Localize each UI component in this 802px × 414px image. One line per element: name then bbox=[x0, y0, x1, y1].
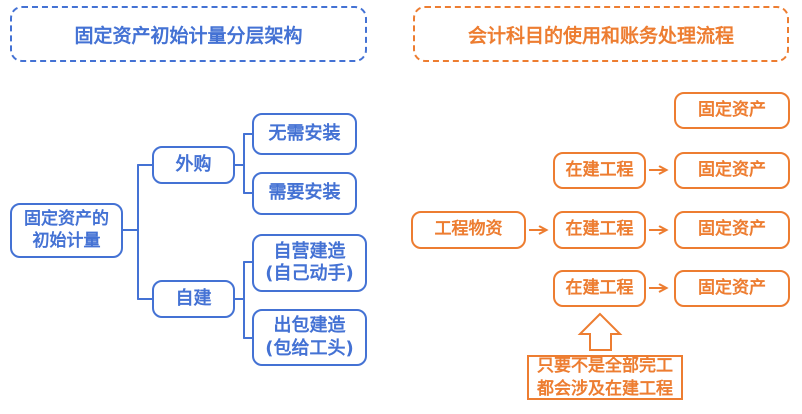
flow-row2-construction-in-progress: 在建工程 bbox=[553, 152, 646, 189]
tree-leaf-needs-install: 需要安装 bbox=[252, 172, 357, 215]
flow-row1-fixed-assets: 固定资产 bbox=[674, 92, 790, 129]
flow-row4-fixed-assets: 固定资产 bbox=[674, 270, 790, 307]
tree-node-purchased: 外购 bbox=[152, 146, 235, 184]
right-panel-title: 会计科目的使用和账务处理流程 bbox=[413, 6, 789, 62]
flow-row3-fixed-assets: 固定资产 bbox=[674, 211, 790, 249]
right-panel-title-text: 会计科目的使用和账务处理流程 bbox=[467, 24, 734, 47]
tree-leaf-outsourced-construction: 出包建造 (包给工头) bbox=[252, 309, 367, 366]
note-box: 只要不是全部完工 都会涉及在建工程 bbox=[527, 355, 683, 400]
flow-row3-construction-in-progress: 在建工程 bbox=[553, 211, 646, 249]
left-panel-title: 固定资产初始计量分层架构 bbox=[10, 6, 367, 62]
tree-leaf-self-construction: 自营建造 (自己动手) bbox=[252, 234, 367, 292]
tree-leaf-no-install: 无需安装 bbox=[252, 113, 357, 155]
tree-root-node: 固定资产的 初始计量 bbox=[10, 203, 123, 258]
flow-row3-engineering-materials: 工程物资 bbox=[411, 211, 526, 249]
flow-row2-fixed-assets: 固定资产 bbox=[674, 152, 790, 189]
flow-row4-construction-in-progress: 在建工程 bbox=[553, 270, 646, 307]
up-block-arrow-icon bbox=[577, 312, 623, 351]
tree-node-self-built: 自建 bbox=[152, 280, 235, 318]
left-panel-title-text: 固定资产初始计量分层架构 bbox=[74, 24, 303, 47]
